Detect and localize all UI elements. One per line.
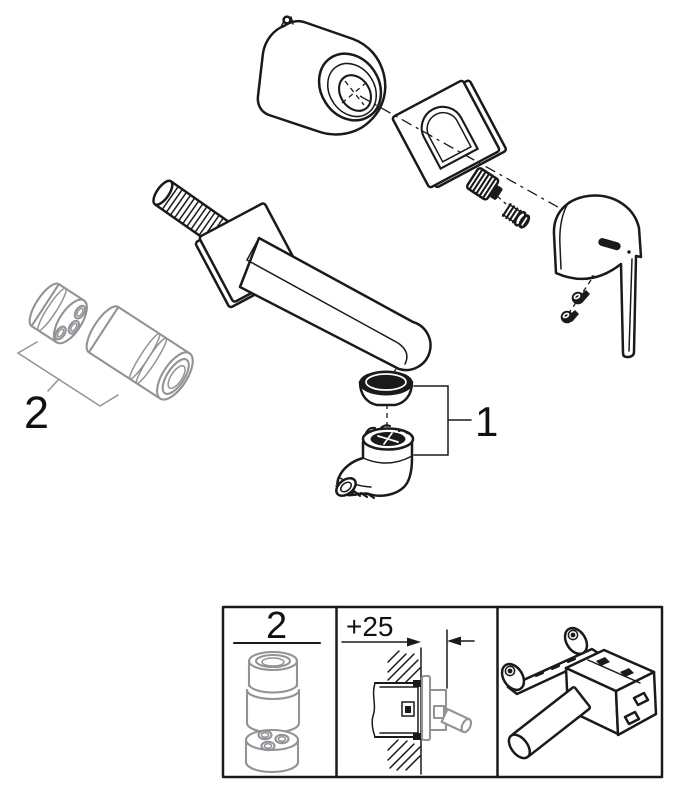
inset-panel-rough-in-body (500, 626, 658, 760)
rough-in-cross-section (371, 680, 423, 740)
check-valve-holes (54, 304, 87, 341)
callout-1-label: 1 (475, 398, 498, 445)
inset-panel-spare-parts: 2 (232, 605, 322, 774)
exploded-view: 1 (16, 15, 643, 500)
extension-sleeve-part (85, 305, 194, 401)
handle-set-screw-lower (560, 310, 579, 324)
info-inset-box: 2 +25 (221, 605, 664, 779)
cartridge-adapter-knob-part (465, 167, 503, 201)
elbow-connector-part (335, 424, 415, 500)
wall-escutcheon-part (391, 79, 507, 189)
callout-2-label: 2 (24, 387, 49, 438)
cover-top-pin (280, 15, 294, 28)
inset-check-valve (244, 728, 300, 774)
aerator-part (358, 370, 414, 407)
inset-spare-part-label: 2 (266, 605, 287, 647)
handle-screw-part (496, 195, 531, 229)
rough-in-spout-stub (507, 686, 592, 760)
inset-border (221, 605, 664, 779)
inset-extension-sleeve (245, 650, 301, 734)
mounting-ear-left (500, 662, 526, 692)
spout-part (238, 236, 432, 372)
handle-cover-part (256, 15, 387, 136)
handle-set-screw-upper (571, 290, 590, 305)
callout-1: 1 (413, 385, 498, 456)
alignment-axis-line (359, 95, 573, 216)
wall-hatching (387, 650, 421, 771)
callout-2: 2 (16, 341, 119, 438)
check-valve-part (28, 282, 88, 345)
inset-panel-install-depth: +25 (341, 611, 475, 775)
inset-depth-dimension: +25 (346, 611, 394, 642)
faucet-ghost-section (420, 674, 473, 742)
rough-in-housing (564, 648, 658, 737)
arch-cutout (420, 105, 480, 171)
dimension-arrows (341, 636, 475, 647)
handle-logo-slot (598, 238, 621, 251)
mounting-ear-top (563, 626, 589, 656)
lever-handle-part (552, 194, 643, 359)
